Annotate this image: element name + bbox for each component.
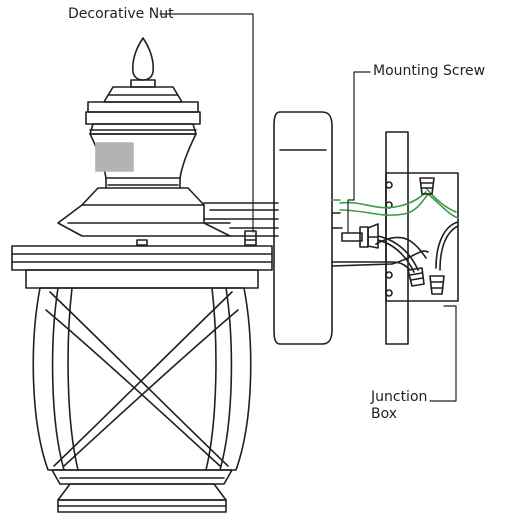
mounting-arm <box>204 203 278 236</box>
lantern-fixture <box>12 38 272 512</box>
junction-box-label-line1: Junction <box>371 389 428 405</box>
junction-box-leader <box>430 306 456 401</box>
bottom-base <box>52 470 232 484</box>
finial-collar <box>131 80 155 87</box>
decorative-nut-leader <box>160 14 253 232</box>
mounting-screw-leader <box>348 72 370 232</box>
wall-plate <box>274 112 332 344</box>
wire-bundle <box>340 188 458 272</box>
decorative-nut <box>245 231 256 245</box>
mounting-screw-label: Mounting Screw <box>373 63 486 79</box>
junction-box <box>368 132 458 344</box>
ground-wire <box>340 192 426 208</box>
decorative-nut-label: Decorative Nut <box>68 6 174 22</box>
plate-wire-stubs <box>332 200 392 266</box>
top-cap-band <box>88 102 198 112</box>
junction-box-label: Junction Box <box>371 389 427 423</box>
junction-box-label-line2: Box <box>371 406 398 422</box>
housing-small-tab <box>137 240 147 245</box>
photocell-shade <box>96 143 133 171</box>
housing <box>58 188 230 236</box>
cage-crossbar-2 <box>54 292 232 466</box>
cage-crossbar-1 <box>50 292 228 466</box>
finial <box>133 38 153 80</box>
glass-cage <box>33 288 250 470</box>
flange-ring <box>12 246 272 270</box>
wire-nuts <box>408 178 444 294</box>
callout-leaders <box>160 14 456 401</box>
